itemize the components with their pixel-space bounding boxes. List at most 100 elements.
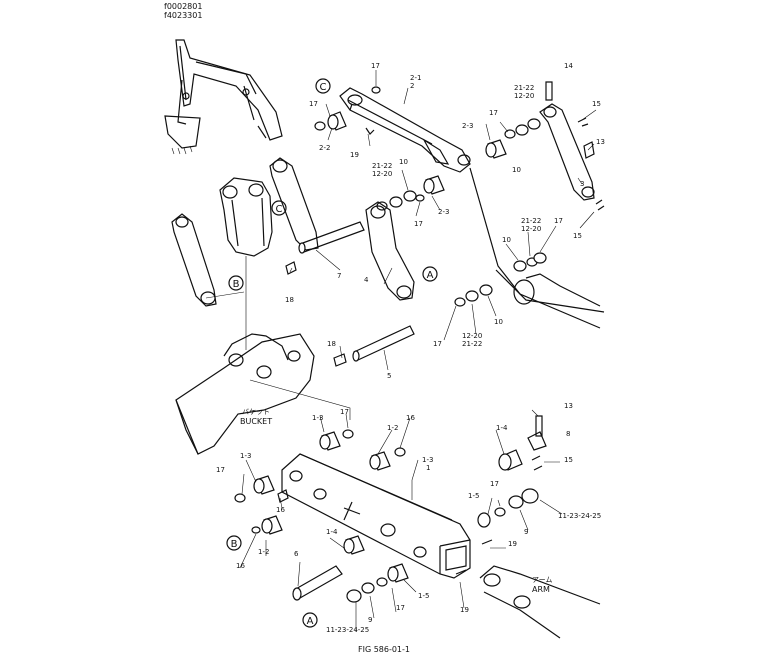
label-9: 9 [524, 528, 528, 536]
note-arm-en: ARM [532, 585, 550, 594]
label-13: 13 [564, 402, 573, 410]
svg-text:A: A [427, 270, 434, 281]
label-1-2: 1-2 [258, 548, 269, 556]
leader-lines [205, 70, 597, 632]
label-4: 4 [364, 276, 369, 284]
label-10: 10 [494, 318, 503, 326]
label-3: 3 [580, 180, 584, 188]
label-19: 19 [508, 540, 517, 548]
callout-a-mid: A [422, 266, 438, 282]
svg-text:B: B [233, 279, 240, 290]
figure-caption: FIG 586-01-1 [358, 645, 410, 654]
label-5: 5 [387, 372, 391, 380]
label-10: 10 [512, 166, 521, 174]
label-21-22: 21-22 [372, 162, 392, 170]
label-1-4: 1-4 [496, 424, 508, 432]
label-2-3: 2-3 [438, 208, 449, 216]
label-17: 17 [396, 604, 405, 612]
label-1-3: 1-3 [240, 452, 251, 460]
part-2-upper-link [339, 87, 471, 173]
label-10: 10 [399, 158, 408, 166]
bucket-bracket [219, 177, 273, 257]
label-14: 14 [564, 62, 573, 70]
part-1-arm [281, 453, 471, 579]
center-bushings [376, 175, 445, 211]
callout-c-top: C [315, 78, 331, 94]
svg-text:C: C [276, 204, 283, 215]
header-code-2: f4023301 [164, 11, 202, 20]
mid-washers [454, 252, 547, 307]
part-3-side-link [539, 81, 605, 211]
part-6-pin [292, 565, 343, 601]
label-9: 9 [368, 616, 372, 624]
label-17: 17 [433, 340, 442, 348]
label-17: 17 [489, 109, 498, 117]
label-12-20: 12-20 [372, 170, 392, 178]
label-12-20: 12-20 [462, 332, 482, 340]
label-17: 17 [371, 62, 380, 70]
label-6: 6 [294, 550, 299, 558]
excavator-thumbnail [164, 39, 283, 155]
label-1-5: 1-5 [468, 492, 479, 500]
label-12-20: 12-20 [521, 225, 541, 233]
header-code-1: f0002801 [164, 2, 202, 11]
label-15: 15 [592, 100, 601, 108]
callout-b-mid: B [228, 275, 244, 291]
label-21-22: 21-22 [514, 84, 534, 92]
callout-a-lower: A [302, 612, 318, 628]
label-2-2: 2-2 [319, 144, 330, 152]
label-1: 1 [426, 464, 430, 472]
arm-end [479, 565, 601, 639]
label-15: 15 [573, 232, 582, 240]
label-15: 15 [564, 456, 573, 464]
label-8: 8 [566, 430, 570, 438]
svg-text:A: A [307, 616, 314, 627]
note-bucket-en: BUCKET [240, 417, 272, 426]
label-11-23-24-25: 11-23-24-25 [326, 626, 369, 634]
arm-cylinder [469, 167, 605, 329]
label-19: 19 [460, 606, 469, 614]
part-5-pin [333, 325, 415, 367]
svg-text:C: C [320, 82, 327, 93]
label-2: 2 [410, 82, 414, 90]
label-13: 13 [596, 138, 605, 146]
callout-b-lower: B [226, 535, 242, 551]
svg-text:B: B [231, 539, 238, 550]
label-2-1: 2-1 [410, 74, 421, 82]
label-10: 10 [502, 236, 511, 244]
label-1-2: 1-2 [387, 424, 398, 432]
label-7: 7 [337, 272, 341, 280]
label-17: 17 [490, 480, 499, 488]
upper-bushings [314, 86, 541, 159]
label-1-5: 1-5 [418, 592, 429, 600]
label-18: 18 [285, 296, 294, 304]
label-17: 17 [340, 408, 349, 416]
left-side-links [171, 157, 319, 307]
label-19: 19 [350, 151, 359, 159]
label-18: 18 [327, 340, 336, 348]
label-12-20: 12-20 [514, 92, 534, 100]
part-4-lever [365, 201, 415, 301]
label-17: 17 [554, 217, 563, 225]
label-17: 17 [414, 220, 423, 228]
label-16: 16 [276, 506, 285, 514]
note-bucket-jp: バケット [242, 408, 270, 416]
callout-c-mid: C [271, 200, 287, 216]
bucket [175, 333, 315, 455]
label-11-23-24-25: 11-23-24-25 [558, 512, 601, 520]
label-1-4: 1-4 [326, 528, 338, 536]
label-1-3: 1-3 [312, 414, 323, 422]
label-16: 16 [236, 562, 245, 570]
label-17: 17 [309, 100, 318, 108]
label-16: 16 [406, 414, 415, 422]
part-labels: 2-1 2 17 17 2-2 19 2-3 17 21-22 12-20 14… [216, 62, 605, 634]
label-2-3: 2-3 [462, 122, 473, 130]
label-21-22: 21-22 [462, 340, 482, 348]
label-21-22: 21-22 [521, 217, 541, 225]
label-1: 1-3 [422, 456, 433, 464]
part-7-pin [285, 221, 365, 275]
arm-bushings [234, 415, 547, 603]
label-17: 17 [216, 466, 225, 474]
